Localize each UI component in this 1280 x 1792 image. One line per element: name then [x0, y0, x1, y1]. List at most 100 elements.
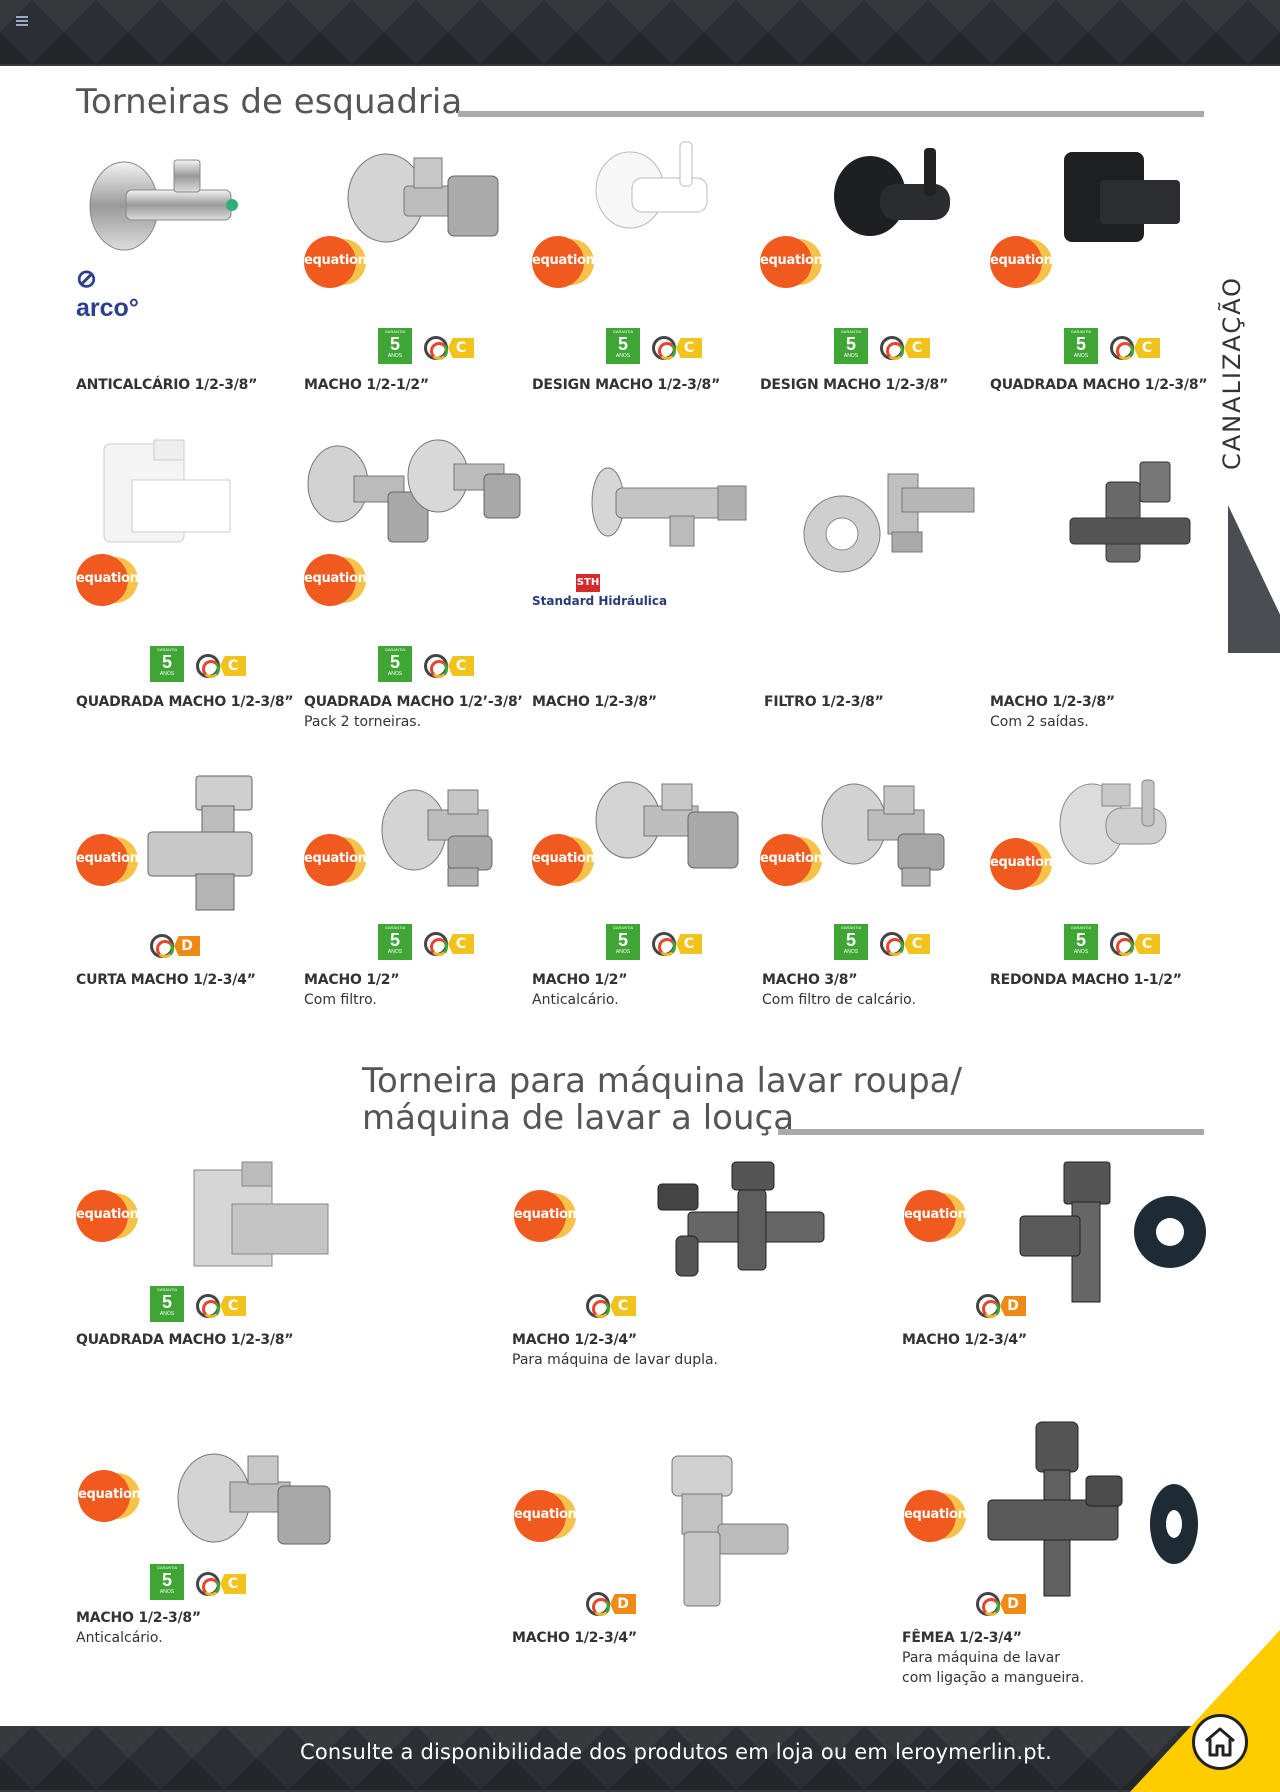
female-washing-machine-valve-image [987, 1421, 1198, 1597]
equation-brand-badge: equation [304, 834, 367, 886]
energy-class-badge: C [880, 336, 932, 360]
home-button[interactable] [1192, 1714, 1248, 1770]
equation-brand-badge: equation [532, 834, 595, 886]
equation-brand-badge: equation [304, 554, 367, 606]
energy-class-badge: C [1110, 336, 1162, 360]
energy-class-badge: D [586, 1592, 638, 1616]
angle-valve-image [591, 467, 747, 547]
product-name: QUADRADA MACHO 1/2-3/8” [990, 377, 1208, 393]
washing-machine-valve-with-seal-image [1019, 1161, 1206, 1303]
product-name: MACHO 1/2-3/8” [76, 1610, 201, 1626]
energy-class-badge: C [196, 1572, 248, 1596]
product-name: REDONDA MACHO 1-1/2” [990, 972, 1182, 988]
product-description: Para máquina de lavar dupla. [512, 1352, 719, 1368]
product-name: ANTICALCÁRIO 1/2-3/8” [76, 377, 258, 393]
product-name: MACHO 1/2” [532, 972, 628, 988]
product-name: FÊMEA 1/2-3/4” [902, 1630, 1022, 1646]
product-name: QUADRADA MACHO 1/2-3/8” [76, 1332, 294, 1348]
equation-brand-badge: equation [514, 1190, 577, 1242]
washing-machine-valve-image [671, 1455, 789, 1607]
product-name: MACHO 1/2-3/4” [512, 1332, 637, 1348]
dual-washing-machine-valve-image [657, 1161, 825, 1277]
product-description: Para máquina de lavar [902, 1650, 1060, 1666]
product-description: Pack 2 torneiras. [304, 714, 422, 730]
energy-class-badge: D [976, 1294, 1028, 1318]
section-rule [458, 111, 1204, 117]
equation-brand-badge: equation [990, 236, 1053, 288]
energy-class-badge: C [652, 932, 704, 956]
angle-valve-white-image [595, 141, 708, 229]
equation-brand-badge: equation [514, 1490, 577, 1542]
product-description: Com filtro de calcário. [762, 992, 916, 1008]
angle-valve-pack-image [307, 439, 521, 543]
angle-valve-image [347, 153, 499, 243]
product-name: QUADRADA MACHO 1/2’-3/8’ [304, 694, 523, 710]
equation-brand-badge: equation [904, 1490, 967, 1542]
angle-valve-filter-image [381, 789, 493, 887]
section-title-torneiras-esquadria: Torneiras de esquadria [76, 82, 463, 122]
brand-sth-logo: STH [576, 574, 600, 592]
equation-brand-badge: equation [532, 236, 595, 288]
energy-class-badge: C [424, 336, 476, 360]
yellow-corner-accent [1130, 1630, 1280, 1792]
equation-brand-badge: equation [990, 838, 1053, 890]
product-name: MACHO 1/2-3/4” [902, 1332, 1027, 1348]
product-name: QUADRADA MACHO 1/2-3/8” [76, 694, 294, 710]
energy-class-badge: D [150, 934, 202, 958]
equation-brand-badge: equation [78, 1470, 141, 1522]
section-title-line-2: máquina de lavar a louça [362, 1098, 795, 1139]
equation-brand-badge: equation [904, 1190, 967, 1242]
product-description: Anticalcário. [532, 992, 619, 1008]
energy-class-badge: C [1110, 932, 1162, 956]
filter-valve-image [803, 473, 975, 573]
equation-brand-badge: equation [760, 834, 823, 886]
top-band [0, 0, 1280, 66]
square-angle-valve-white-image [103, 439, 231, 543]
product-name: MACHO 1/2-3/8” [990, 694, 1115, 710]
footer-availability-note: Consulte a disponibilidade dos produtos … [300, 1740, 1053, 1764]
round-angle-valve-image [1059, 779, 1167, 865]
section-rule [778, 1129, 1204, 1135]
brand-arco-logo: ⊘ arco° [76, 265, 139, 322]
angle-valve-filter-image [821, 783, 945, 887]
energy-class-badge: D [976, 1592, 1028, 1616]
section-title-line-1: Torneira para máquina lavar roupa/ [362, 1061, 962, 1101]
energy-class-badge: C [196, 1294, 248, 1318]
product-description: Com filtro. [304, 992, 377, 1008]
menu-icon[interactable] [16, 16, 28, 26]
angle-valve-image [177, 1453, 331, 1545]
product-name: MACHO 1/2-3/4” [512, 1630, 637, 1646]
product-name: MACHO 1/2-1/2” [304, 377, 429, 393]
equation-brand-badge: equation [76, 834, 139, 886]
product-name: CURTA MACHO 1/2-3/4” [76, 972, 256, 988]
equation-brand-badge: equation [76, 1190, 139, 1242]
energy-class-badge: C [880, 932, 932, 956]
product-name: MACHO 1/2” [304, 972, 400, 988]
home-icon [1205, 1727, 1235, 1757]
energy-class-badge: C [424, 654, 476, 678]
category-side-label: CANALIZAÇÃO [1218, 275, 1246, 470]
equation-brand-badge: equation [304, 236, 367, 288]
product-name: MACHO 1/2-3/8” [532, 694, 657, 710]
energy-class-badge: C [196, 654, 248, 678]
product-name: DESIGN MACHO 1/2-3/8” [760, 377, 949, 393]
angle-valve-image [595, 781, 739, 869]
equation-brand-badge: equation [760, 236, 823, 288]
category-side-tab [1228, 505, 1280, 653]
product-name: FILTRO 1/2-3/8” [764, 694, 884, 710]
product-name: DESIGN MACHO 1/2-3/8” [532, 377, 721, 393]
square-angle-valve-black-image [1064, 152, 1180, 242]
product-description: Com 2 saídas. [990, 714, 1089, 730]
square-angle-valve-image [193, 1161, 329, 1267]
equation-brand-badge: equation [76, 554, 139, 606]
